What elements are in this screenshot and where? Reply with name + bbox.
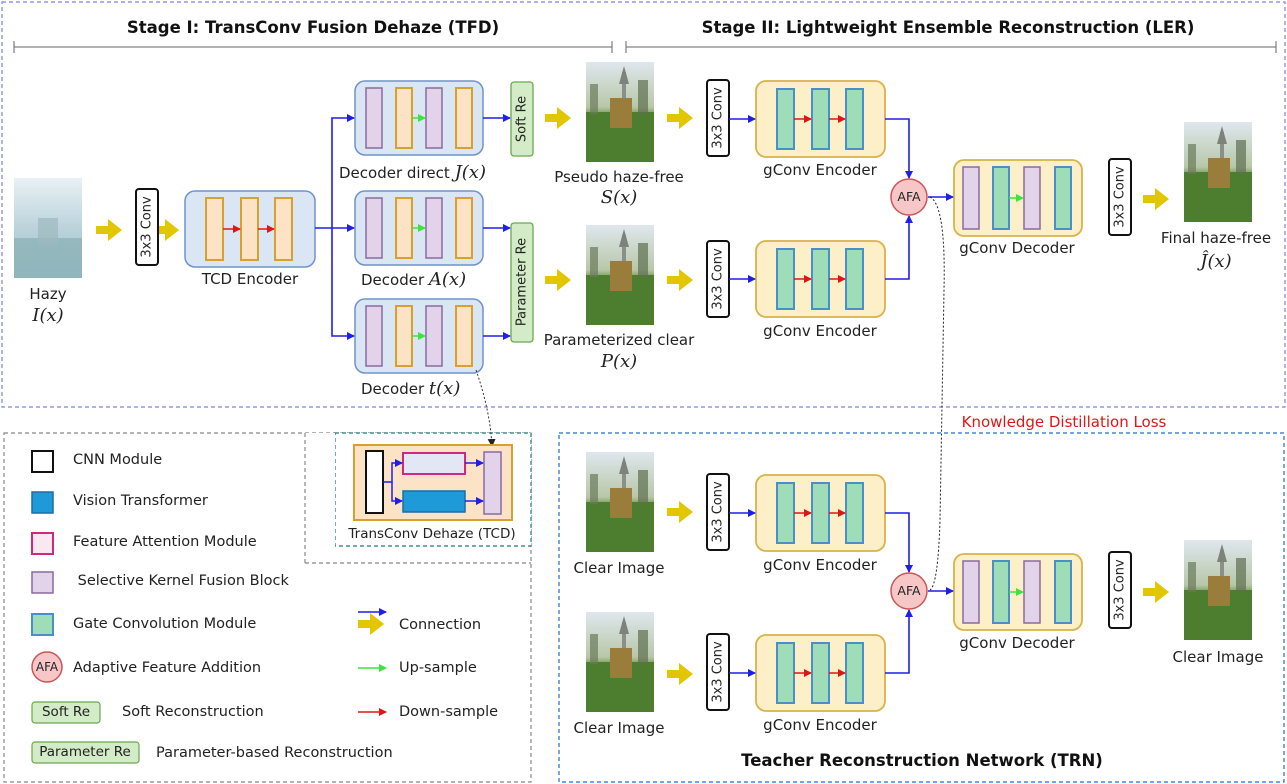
decoder-t-label: Decoder t(x) xyxy=(361,378,461,399)
tcd-detail-link xyxy=(475,369,496,447)
teacher-title: Teacher Reconstruction Network (TRN) xyxy=(741,751,1103,770)
stage1-title: Stage I: TransConv Fusion Dehaze (TFD) xyxy=(126,18,500,37)
conv-label: 3x3 Conv xyxy=(1112,559,1128,621)
conv-label: 3x3 Conv xyxy=(139,196,155,258)
legend-frame xyxy=(3,432,532,783)
gconv-decoder-2 xyxy=(953,553,1083,631)
legend-downsample: Down-sample xyxy=(399,704,499,720)
conv-label: 3x3 Conv xyxy=(1112,166,1128,228)
gconv-encoder-label: gConv Encoder xyxy=(763,556,877,574)
hazy-math: I(x) xyxy=(32,305,64,326)
gconv-encoder-label: gConv Encoder xyxy=(763,322,877,340)
conv-blocks xyxy=(135,79,1132,711)
pseudo-math: S(x) xyxy=(600,187,638,208)
pseudo-image xyxy=(586,62,654,162)
tcd-detail xyxy=(353,444,513,521)
legend-glyphs xyxy=(31,450,387,764)
stage2-title: Stage II: Lightweight Ensemble Reconstru… xyxy=(701,18,1195,37)
legend-skf: Selective Kernel Fusion Block xyxy=(73,573,289,589)
parameterized-image xyxy=(586,225,654,325)
parameterized-label: Parameterized clear xyxy=(543,331,695,349)
afa-label: AFA xyxy=(897,583,921,598)
decoder-t-block xyxy=(354,298,484,374)
teacher-frame xyxy=(558,432,1285,783)
legend-fam: Feature Attention Module xyxy=(73,534,257,550)
clear-image-label: Clear Image xyxy=(573,559,665,577)
legend-afa-badge: AFA xyxy=(35,660,59,674)
conv-label: 3x3 Conv xyxy=(710,248,726,310)
soft-re-label: Soft Re xyxy=(514,95,530,143)
legend-vit: Vision Transformer xyxy=(73,493,208,509)
legend-cnn: CNN Module xyxy=(73,452,163,468)
stage1-span xyxy=(13,41,613,53)
afa-label: AFA xyxy=(897,189,921,204)
clear-image-out-label: Clear Image xyxy=(1172,648,1264,666)
hazy-image xyxy=(14,178,82,278)
conv-label: 3x3 Conv xyxy=(710,87,726,149)
connection-arrows xyxy=(96,107,1169,685)
gconv-encoder-2 xyxy=(755,240,886,318)
clear-image-out xyxy=(1184,540,1252,640)
gconv-decoder-1 xyxy=(953,159,1083,237)
soft-re-block xyxy=(510,81,534,157)
clear-image-label: Clear Image xyxy=(573,719,665,737)
parameterized-math: P(x) xyxy=(600,351,638,372)
hazy-label: Hazy xyxy=(29,285,67,303)
gconv-encoder-3 xyxy=(755,474,886,552)
stage-frame xyxy=(1,1,1286,408)
legend-afa: Adaptive Feature Addition xyxy=(73,660,262,676)
legend-soft: Soft Reconstruction xyxy=(122,704,264,720)
legend-connection: Connection xyxy=(399,617,482,633)
tcd-box-label: TransConv Dehaze (TCD) xyxy=(348,526,516,542)
pseudo-label: Pseudo haze-free xyxy=(554,168,684,186)
kd-link xyxy=(929,196,945,591)
gconv-encoder-4 xyxy=(755,634,886,712)
clear-image-2 xyxy=(586,612,654,712)
decoder-direct-block xyxy=(354,80,484,156)
kd-loss-label: Knowledge Distillation Loss xyxy=(961,413,1167,431)
decoder-a-label: Decoder A(x) xyxy=(361,269,467,290)
legend-param: Parameter-based Reconstruction xyxy=(156,745,393,761)
tcd-encoder-label: TCD Encoder xyxy=(201,270,299,288)
conv-label: 3x3 Conv xyxy=(710,641,726,703)
legend-upsample: Up-sample xyxy=(399,660,477,676)
stage2-span xyxy=(625,41,1277,53)
decoder-direct-label: Decoder direct J(x) xyxy=(339,162,486,183)
clear-image-1 xyxy=(586,452,654,552)
legend-param-badge: Parameter Re xyxy=(39,744,131,760)
parameter-re-label: Parameter Re xyxy=(514,237,530,327)
conv-label: 3x3 Conv xyxy=(710,481,726,543)
gconv-decoder-label: gConv Decoder xyxy=(959,634,1075,652)
final-label: Final haze-free xyxy=(1160,229,1272,247)
gconv-encoder-label: gConv Encoder xyxy=(763,716,877,734)
decoder-a-block xyxy=(354,190,484,266)
final-image xyxy=(1184,122,1252,222)
legend-soft-badge: Soft Re xyxy=(41,704,91,720)
gconv-decoder-label: gConv Decoder xyxy=(959,239,1075,257)
gconv-encoder-label: gConv Encoder xyxy=(763,161,877,179)
legend-gate: Gate Convolution Module xyxy=(73,616,257,632)
gconv-encoder-1 xyxy=(755,80,886,158)
final-math: Ĵ(x) xyxy=(1200,251,1232,272)
afa-node-2 xyxy=(890,572,928,610)
parameter-re-block xyxy=(510,222,534,343)
afa-node-1 xyxy=(890,178,928,216)
